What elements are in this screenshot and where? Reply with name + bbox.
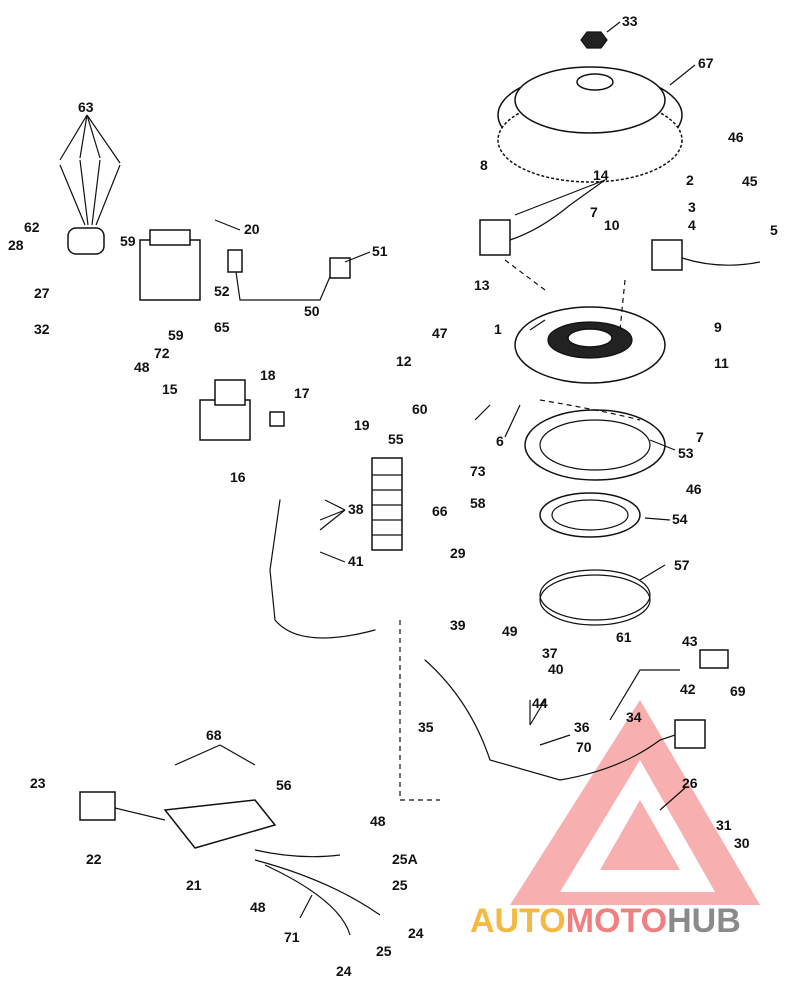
label-25a: 25 <box>392 877 408 893</box>
terminal-block-part <box>371 457 403 551</box>
label-22: 22 <box>86 851 102 867</box>
label-11: 11 <box>714 355 729 371</box>
label-70: 70 <box>576 739 592 755</box>
label-4: 4 <box>688 217 696 233</box>
label-17: 17 <box>294 385 310 401</box>
watermark-auto: AUTO <box>470 902 566 940</box>
label-50: 50 <box>304 303 320 319</box>
assembly-guide-lines <box>399 259 641 801</box>
label-61: 61 <box>616 629 632 645</box>
label-25A: 25A <box>392 851 418 867</box>
label-24a: 24 <box>408 925 424 941</box>
label-29: 29 <box>450 545 466 561</box>
label-2: 2 <box>686 172 694 188</box>
label-62: 62 <box>24 219 40 235</box>
watermark-logo <box>510 700 760 905</box>
ignition-coil-part <box>139 229 351 301</box>
label-41: 41 <box>348 553 364 569</box>
label-45: 45 <box>742 173 758 189</box>
label-48a: 48 <box>134 359 150 375</box>
label-33: 33 <box>622 13 638 29</box>
label-52: 52 <box>214 283 230 299</box>
label-3: 3 <box>688 199 696 215</box>
label-16: 16 <box>230 469 246 485</box>
label-58: 58 <box>470 495 486 511</box>
label-42: 42 <box>680 681 696 697</box>
label-25b: 25 <box>376 943 392 959</box>
label-68: 68 <box>206 727 222 743</box>
label-39: 39 <box>450 617 466 633</box>
label-10: 10 <box>604 217 620 233</box>
label-37: 37 <box>542 645 558 661</box>
label-46a: 46 <box>728 129 744 145</box>
wire-harness-part <box>269 499 729 781</box>
label-27: 27 <box>34 285 50 301</box>
label-7b: 7 <box>696 429 704 445</box>
part-number-labels: 33 67 63 8 14 2 46 45 3 4 7 10 5 20 62 5… <box>8 13 778 979</box>
label-49: 49 <box>502 623 518 639</box>
label-12: 12 <box>396 353 412 369</box>
label-23: 23 <box>30 775 46 791</box>
stator-plate-part <box>514 306 666 384</box>
label-1: 1 <box>494 321 502 337</box>
label-65: 65 <box>214 319 230 335</box>
label-5: 5 <box>770 222 778 238</box>
label-57: 57 <box>674 557 690 573</box>
label-73: 73 <box>470 463 486 479</box>
label-66: 66 <box>432 503 448 519</box>
label-47: 47 <box>432 325 448 341</box>
label-9: 9 <box>714 319 722 335</box>
leader-lines <box>59 21 696 919</box>
power-pack-part <box>79 791 381 936</box>
watermark-text: AUTOMOTOHUB <box>470 902 741 940</box>
label-28: 28 <box>8 237 24 253</box>
label-51: 51 <box>372 243 388 259</box>
label-59a: 59 <box>120 233 136 249</box>
watermark-moto: MOTO <box>566 902 667 940</box>
label-48b: 48 <box>370 813 386 829</box>
label-7a: 7 <box>590 204 598 220</box>
label-36: 36 <box>574 719 590 735</box>
label-69: 69 <box>730 683 746 699</box>
label-56: 56 <box>276 777 292 793</box>
label-38: 38 <box>348 501 364 517</box>
sensor-part <box>59 159 121 255</box>
label-19: 19 <box>354 417 370 433</box>
rectifier-part <box>199 379 285 441</box>
label-6: 6 <box>496 433 504 449</box>
charge-coil-parts <box>479 204 761 271</box>
label-32: 32 <box>34 321 50 337</box>
label-63: 63 <box>78 99 94 115</box>
label-14: 14 <box>593 167 609 183</box>
label-21: 21 <box>186 877 202 893</box>
label-54: 54 <box>672 511 688 527</box>
label-31: 31 <box>716 817 732 833</box>
label-13: 13 <box>474 277 490 293</box>
label-35: 35 <box>418 719 434 735</box>
label-59b: 59 <box>168 327 184 343</box>
label-46b: 46 <box>686 481 702 497</box>
watermark-hub: HUB <box>667 902 741 940</box>
label-8: 8 <box>480 157 488 173</box>
label-53: 53 <box>678 445 694 461</box>
label-43: 43 <box>682 633 698 649</box>
label-67: 67 <box>698 55 714 71</box>
label-72: 72 <box>154 345 170 361</box>
label-34: 34 <box>626 709 642 725</box>
label-20: 20 <box>244 221 260 237</box>
label-30: 30 <box>734 835 750 851</box>
flywheel-part <box>497 31 683 183</box>
label-40: 40 <box>548 661 564 677</box>
label-44: 44 <box>532 695 548 711</box>
label-55: 55 <box>388 431 404 447</box>
retainer-rings <box>524 409 666 626</box>
label-15: 15 <box>162 381 178 397</box>
label-26: 26 <box>682 775 698 791</box>
label-60: 60 <box>412 401 428 417</box>
label-48c: 48 <box>250 899 266 915</box>
label-18: 18 <box>260 367 276 383</box>
label-71: 71 <box>284 929 300 945</box>
label-24b: 24 <box>336 963 352 979</box>
